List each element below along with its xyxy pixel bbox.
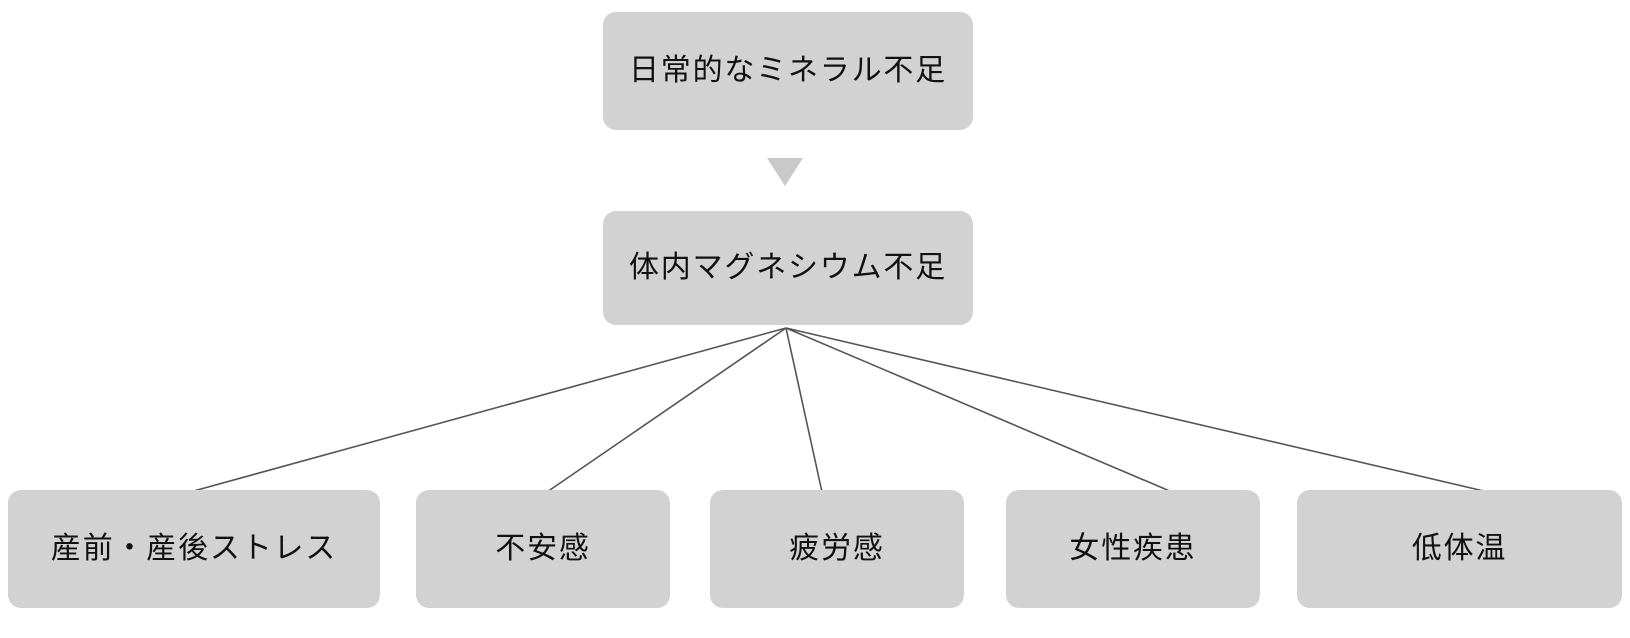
connector-line xyxy=(546,327,787,493)
node-womens-diseases[interactable]: 女性疾患 xyxy=(1006,490,1260,608)
node-low-body-temperature[interactable]: 低体温 xyxy=(1297,490,1622,608)
node-label: 不安感 xyxy=(495,531,591,566)
node-label: 女性疾患 xyxy=(1069,531,1197,566)
node-label: 日常的なミネラル不足 xyxy=(629,53,947,88)
connector-line xyxy=(785,327,1489,493)
node-body-magnesium-deficiency[interactable]: 体内マグネシウム不足 xyxy=(603,211,973,325)
node-label: 疲労感 xyxy=(789,531,885,566)
node-anxiety[interactable]: 不安感 xyxy=(416,490,670,608)
node-label: 体内マグネシウム不足 xyxy=(629,250,947,285)
down-arrow-icon xyxy=(767,158,803,186)
node-fatigue[interactable]: 疲労感 xyxy=(710,490,964,608)
node-prenatal-postnatal-stress[interactable]: 産前・産後ストレス xyxy=(8,490,380,608)
connector-line xyxy=(785,327,823,493)
connector-line xyxy=(189,327,787,493)
node-label: 産前・産後ストレス xyxy=(50,531,338,566)
node-daily-mineral-deficiency[interactable]: 日常的なミネラル不足 xyxy=(603,12,973,130)
connector-line xyxy=(785,327,1173,493)
node-label: 低体温 xyxy=(1411,531,1508,566)
